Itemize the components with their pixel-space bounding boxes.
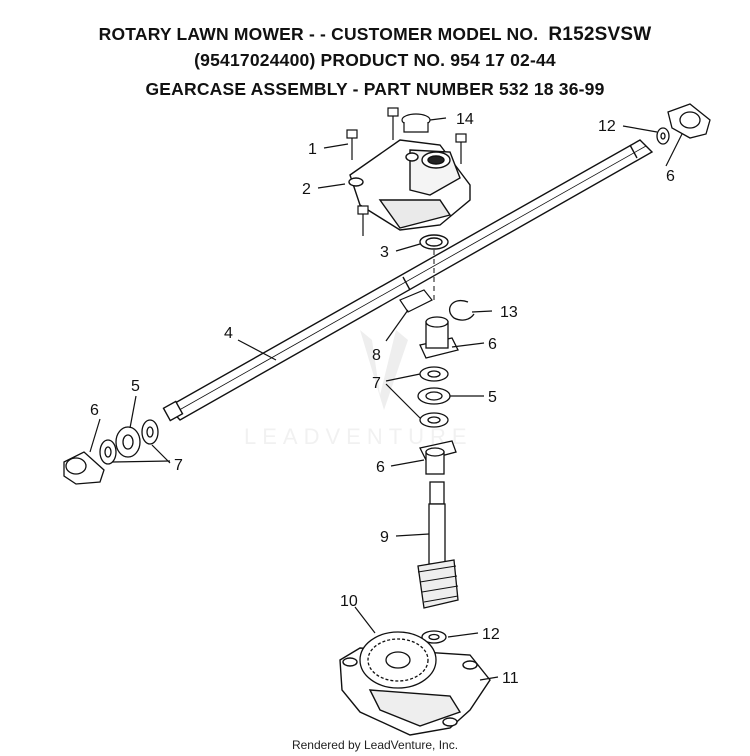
worm-gear-part-10 bbox=[359, 631, 437, 689]
thrust-bearing-part-5-center bbox=[417, 387, 451, 405]
bearing-part-6-right bbox=[667, 103, 711, 139]
callout-12-right: 12 bbox=[598, 118, 616, 135]
diagram-title-line-1: ROTARY LAWN MOWER - - CUSTOMER MODEL NO.… bbox=[0, 24, 750, 46]
callout-3: 3 bbox=[380, 244, 389, 261]
rendered-by-footer: Rendered by LeadVenture, Inc. bbox=[291, 738, 459, 752]
retaining-ring-part-13 bbox=[449, 299, 475, 321]
bolt-part-1 bbox=[346, 107, 467, 236]
callout-5-center: 5 bbox=[488, 389, 497, 406]
callout-5-left: 5 bbox=[131, 378, 140, 395]
watermark-text: LEADVENTURE bbox=[244, 424, 473, 449]
seal-part-3 bbox=[419, 234, 449, 250]
shaft-part-4 bbox=[162, 139, 654, 422]
callout-11: 11 bbox=[502, 670, 519, 687]
gearcase-cover-part-2 bbox=[348, 139, 471, 231]
washer-part-7-upper bbox=[419, 366, 449, 382]
callout-7-left: 7 bbox=[174, 457, 183, 474]
callout-10: 10 bbox=[340, 593, 358, 610]
bearing-part-6-left bbox=[63, 451, 105, 485]
callout-6-center-lower: 6 bbox=[376, 459, 385, 476]
callout-6-center-upper: 6 bbox=[488, 336, 497, 353]
callout-12-lower: 12 bbox=[482, 626, 500, 643]
vent-plug-part-14 bbox=[401, 113, 431, 133]
key-part-8 bbox=[399, 289, 433, 313]
callout-14: 14 bbox=[456, 111, 474, 128]
callout-8: 8 bbox=[372, 347, 381, 364]
callout-2: 2 bbox=[302, 181, 311, 198]
callout-13: 13 bbox=[500, 304, 518, 321]
washer-part-12-lower bbox=[421, 630, 447, 644]
callout-7-center: 7 bbox=[372, 375, 381, 392]
bearing-part-6-lower bbox=[419, 440, 457, 475]
washer-part-12-right bbox=[656, 127, 670, 145]
thrust-bearing-part-5-left bbox=[115, 426, 141, 458]
leader-lines bbox=[89, 117, 683, 681]
washer-part-7-left-outer bbox=[99, 439, 117, 465]
worm-shaft-part-9 bbox=[417, 481, 459, 609]
callout-numbers: 1 2 3 4 5 5 6 6 6 6 7 7 8 9 10 11 12 12 … bbox=[90, 111, 675, 687]
washer-part-7-left-inner bbox=[141, 419, 159, 445]
callout-6-left: 6 bbox=[90, 402, 99, 419]
bearing-part-6-upper bbox=[419, 316, 459, 359]
callout-6-right: 6 bbox=[666, 168, 675, 185]
callout-4: 4 bbox=[224, 325, 233, 342]
callout-9: 9 bbox=[380, 529, 389, 546]
callout-1: 1 bbox=[308, 141, 317, 158]
washer-part-7-lower bbox=[419, 412, 449, 428]
watermark-logo: LEADVENTURE bbox=[244, 330, 473, 449]
title-model-prefix: ROTARY LAWN MOWER - - CUSTOMER MODEL NO. bbox=[98, 24, 539, 44]
diagram-title-line-3: GEARCASE ASSEMBLY - PART NUMBER 532 18 3… bbox=[145, 79, 605, 99]
customer-model-number: R152SVSW bbox=[548, 24, 652, 45]
diagram-title-line-2: (95417024400) PRODUCT NO. 954 17 02-44 bbox=[194, 50, 556, 70]
